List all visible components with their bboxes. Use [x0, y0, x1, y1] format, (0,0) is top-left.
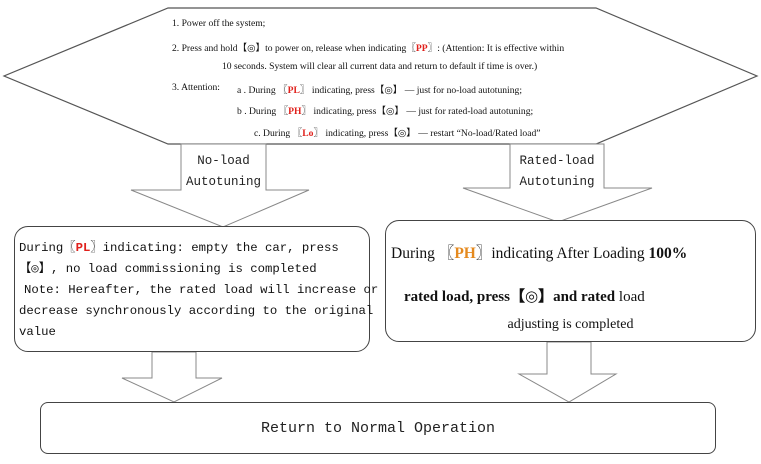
right-line-2-bold: rated load, press【◎】and rated [404, 289, 616, 305]
no-load-line: No-load [197, 154, 250, 168]
step-3b-text: b . During 〖PH〗 indicating, press【◎】 — j… [237, 103, 533, 117]
bracket-open: 〖 [406, 43, 416, 54]
step-3b-prefix: b . During [237, 106, 277, 117]
bracket-close: 〗 [299, 85, 310, 96]
return-to-normal-label: Return to Normal Operation [260, 420, 496, 437]
step-3a-prefix: a . During [237, 85, 276, 96]
no-load-box-text: During〖PL〗indicating: empty the car, pre… [19, 238, 378, 343]
step-2-text: 2. Press and hold【◎】to power on, release… [172, 40, 564, 54]
bracket-close: 〗 [301, 106, 312, 117]
rated-load-line: Rated-load [519, 154, 595, 168]
autotuning-line: Autotuning [185, 175, 261, 189]
right-line-1-percent: 100% [648, 245, 688, 262]
autotuning-line: Autotuning [519, 175, 595, 189]
pl-code: PL [75, 241, 91, 255]
bracket-open: 〖 [438, 245, 455, 262]
left-line-2: 【◎】, no load commissioning is completed [19, 262, 317, 276]
bracket-open: 〖 [63, 241, 76, 255]
left-line-1-prefix: During [19, 241, 64, 255]
no-load-autotuning-label: No-load Autotuning [181, 151, 266, 193]
step-2-suffix: : (Attention: It is effective within [437, 43, 565, 54]
bracket-open: 〖 [278, 106, 289, 117]
right-branch-arrow [462, 143, 653, 223]
lo-code: Lo [302, 128, 314, 139]
ph-code: PH [288, 106, 302, 117]
left-line-3: Note: Hereafter, the rated load will inc… [24, 283, 379, 297]
step-3c-suffix: indicating, press【◎】 — restart “No-load/… [325, 128, 541, 139]
right-line-2: rated load, press【◎】and rated load [404, 285, 645, 306]
step-3a-suffix: indicating, press【◎】 — just for no-load … [311, 85, 522, 96]
left-line-1: During〖PL〗indicating: empty the car, pre… [19, 238, 378, 259]
left-line-4: decrease synchronously according to the … [19, 304, 374, 318]
step-3a-text: a . During 〖PL〗 indicating, press【◎】 — j… [237, 82, 522, 96]
step-3c-prefix: c. During [254, 128, 291, 139]
return-to-normal-box: Return to Normal Operation [40, 402, 716, 454]
no-load-commissioning-box: During〖PL〗indicating: empty the car, pre… [14, 226, 378, 352]
bracket-close: 〗 [90, 241, 103, 255]
pp-code: PP [415, 43, 428, 54]
right-line-1-prefix: During [391, 245, 435, 262]
bracket-close: 〗 [427, 43, 438, 54]
step-3b-suffix: indicating, press【◎】 — just for rated-lo… [313, 106, 534, 117]
right-line-1: During 〖PH〗indicating After Loading 100% [391, 241, 687, 263]
left-line-5: value [19, 325, 56, 339]
step-1-text: 1. Power off the system; [172, 18, 266, 29]
left-line-1-suffix: indicating: empty the car, press [102, 241, 339, 255]
instruction-hexagon [2, 7, 759, 145]
bracket-close: 〗 [313, 128, 324, 139]
right-line-2-tail: load [618, 289, 645, 305]
bracket-open: 〖 [292, 128, 303, 139]
step-2-continuation: 10 seconds. System will clear all curren… [222, 61, 538, 72]
right-down-arrow [517, 341, 618, 403]
left-branch-arrow [130, 143, 310, 228]
bracket-open: 〖 [278, 85, 288, 96]
step-3c-text: c. During 〖Lo〗 indicating, press【◎】 — re… [254, 125, 541, 139]
left-down-arrow [121, 351, 223, 403]
right-line-1-mid: indicating After Loading [491, 245, 645, 262]
bracket-close: 〗 [475, 245, 492, 262]
pl-code: PL [287, 85, 300, 96]
rated-load-commissioning-box: During 〖PH〗indicating After Loading 100%… [385, 220, 756, 342]
rated-load-autotuning-label: Rated-load Autotuning [510, 151, 604, 193]
step-3-label: 3. Attention: [172, 82, 220, 93]
step-2-prefix: 2. Press and hold【◎】to power on, release… [172, 43, 407, 54]
right-line-3: adjusting is completed [507, 317, 634, 332]
ph-code: PH [454, 245, 476, 262]
